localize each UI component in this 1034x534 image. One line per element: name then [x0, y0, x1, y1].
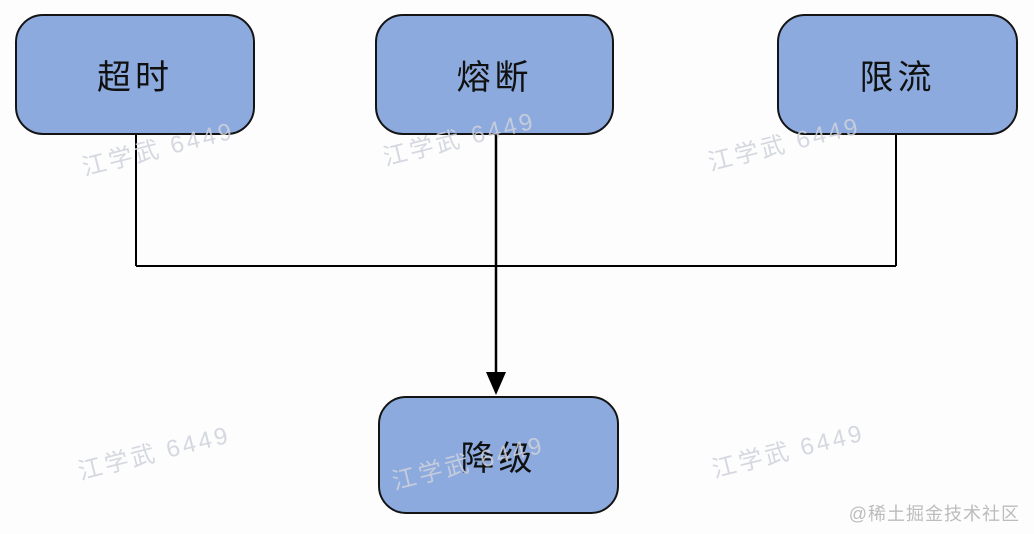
node-fuse: 熔断 — [375, 14, 614, 135]
node-rate-limit: 限流 — [777, 14, 1018, 135]
node-timeout-label: 超时 — [97, 59, 173, 97]
arrowhead-icon — [486, 372, 506, 395]
node-degrade-label: 降级 — [460, 439, 537, 478]
node-rate-limit-label: 限流 — [859, 59, 936, 97]
node-fuse-label: 熔断 — [456, 59, 533, 97]
node-degrade: 降级 — [378, 396, 619, 514]
node-timeout: 超时 — [15, 14, 255, 135]
